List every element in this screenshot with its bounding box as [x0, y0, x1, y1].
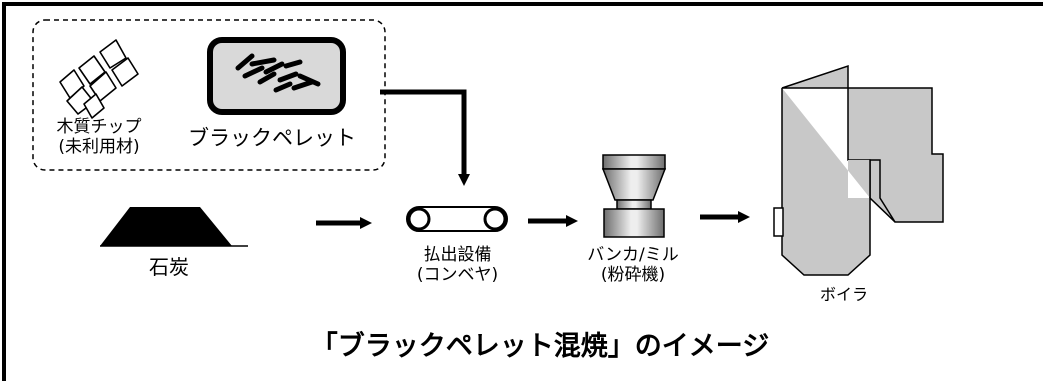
wood-chip-label: 木質チップ (未利用材) [44, 117, 154, 157]
wood-chip-label-line1: 木質チップ [56, 117, 142, 137]
conveyor-icon [406, 206, 508, 232]
pellet-to-conveyor-line [380, 89, 467, 175]
coal-label: 石炭 [149, 255, 189, 279]
conveyor-label-line2: (コンベヤ) [416, 264, 499, 285]
coal-to-conveyor-arrowhead [360, 217, 372, 229]
mill-label-line2: (粉砕機) [600, 264, 666, 285]
black-pellet-box [207, 37, 346, 115]
pellet-to-conveyor-arrowhead [458, 174, 470, 186]
mill-label-line1: バンカ/ミル [587, 245, 679, 265]
mill-label: バンカ/ミル (粉砕機) [573, 245, 693, 285]
black-pellet-label: ブラックペレット [188, 126, 356, 150]
boiler-lower [782, 88, 870, 275]
boiler-label: ボイラ [820, 285, 869, 304]
black-pellet-icon [235, 53, 321, 93]
wood-chip-icon [59, 39, 139, 119]
caption: 「ブラックペレット混焼」のイメージ [310, 331, 770, 362]
bunker-mill-icon [601, 154, 667, 238]
boiler-inlet [773, 207, 784, 237]
conveyor-label-line1: 払出設備 [423, 245, 492, 265]
conveyor-label: 払出設備 (コンベヤ) [395, 245, 520, 285]
mill-to-boiler-arrowhead [738, 211, 750, 223]
conveyor-to-mill-arrowhead [566, 215, 578, 227]
coal-pile [100, 207, 232, 246]
boiler-outline [781, 88, 896, 276]
biomass-group-box [32, 19, 386, 171]
wood-chip-label-line2: (未利用材) [58, 136, 140, 157]
